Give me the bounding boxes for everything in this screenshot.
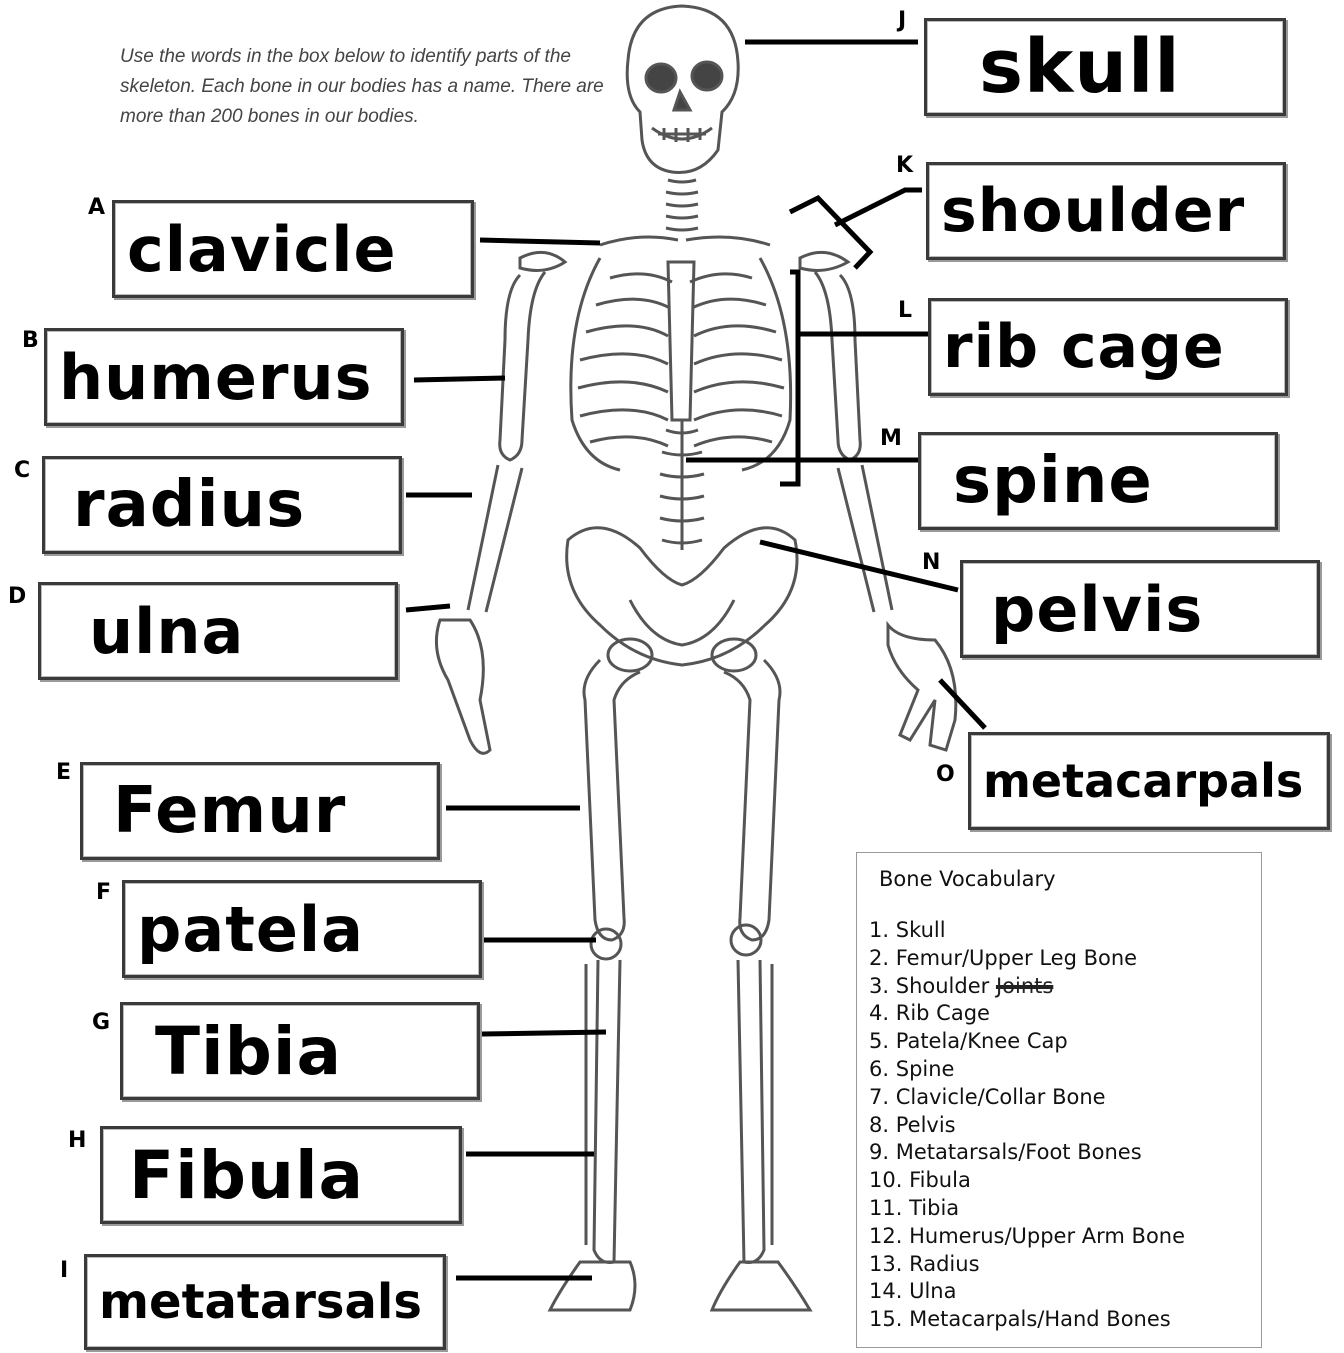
struck-word: Joints <box>996 974 1053 998</box>
answer-rib-cage: rib cage <box>943 312 1225 382</box>
answer-patela: patela <box>137 893 364 966</box>
vocab-item: 11. Tibia <box>869 1195 1185 1223</box>
letter-f: F <box>96 880 111 905</box>
vocab-item: 10. Fibula <box>869 1167 1185 1195</box>
answer-box-patela[interactable]: patela <box>122 880 482 978</box>
vocab-item: 9. Metatarsals/Foot Bones <box>869 1139 1185 1167</box>
vocabulary-title: Bone Vocabulary <box>879 867 1056 891</box>
letter-k: K <box>896 153 913 178</box>
answer-ulna: ulna <box>53 595 244 668</box>
bone-vocabulary-box: Bone Vocabulary 1. Skull 2. Femur/Upper … <box>856 852 1262 1348</box>
answer-spine: spine <box>933 444 1153 518</box>
skull-outline <box>627 6 738 173</box>
letter-b: B <box>22 328 39 353</box>
letter-i: I <box>60 1258 68 1283</box>
answer-box-spine[interactable]: spine <box>918 432 1278 530</box>
vocab-item: 5. Patela/Knee Cap <box>869 1028 1185 1056</box>
answer-box-metatarsals[interactable]: metatarsals <box>84 1254 446 1350</box>
answer-box-pelvis[interactable]: pelvis <box>960 560 1320 658</box>
answer-tibia: Tibia <box>135 1013 342 1090</box>
answer-shoulder: shoulder <box>941 176 1245 246</box>
answer-metatarsals: metatarsals <box>99 1274 422 1330</box>
vocab-item: 15. Metacarpals/Hand Bones <box>869 1306 1185 1334</box>
vocab-item: 1. Skull <box>869 917 1185 945</box>
answer-box-fibula[interactable]: Fibula <box>100 1126 462 1224</box>
letter-d: D <box>8 584 26 609</box>
answer-radius: radius <box>57 468 305 542</box>
answer-skull: skull <box>939 24 1181 110</box>
answer-box-humerus[interactable]: humerus <box>44 328 404 426</box>
vocab-item: 7. Clavicle/Collar Bone <box>869 1084 1185 1112</box>
answer-box-skull[interactable]: skull <box>924 18 1286 116</box>
answer-box-metacarpals[interactable]: metacarpals <box>968 732 1330 830</box>
answer-metacarpals: metacarpals <box>983 754 1303 808</box>
answer-box-clavicle[interactable]: clavicle <box>112 200 474 298</box>
vocabulary-list: 1. Skull 2. Femur/Upper Leg Bone 3. Shou… <box>869 917 1185 1334</box>
vocab-item: 3. Shoulder Joints <box>869 973 1185 1001</box>
answer-box-tibia[interactable]: Tibia <box>120 1002 480 1100</box>
vocab-item: 2. Femur/Upper Leg Bone <box>869 945 1185 973</box>
answer-box-femur[interactable]: Femur <box>80 762 440 860</box>
letter-n: N <box>922 550 940 575</box>
letter-m: M <box>880 426 902 451</box>
answer-femur: Femur <box>95 774 346 848</box>
vocab-item: 8. Pelvis <box>869 1112 1185 1140</box>
vocab-item: 14. Ulna <box>869 1278 1185 1306</box>
answer-box-ulna[interactable]: ulna <box>38 582 398 680</box>
letter-c: C <box>14 458 30 483</box>
vocab-item: 13. Radius <box>869 1251 1185 1279</box>
letter-l: L <box>898 298 912 323</box>
vocab-item: 12. Humerus/Upper Arm Bone <box>869 1223 1185 1251</box>
letter-a: A <box>88 195 105 220</box>
instructions-text: Use the words in the box below to identi… <box>120 42 620 132</box>
vocab-item: 4. Rib Cage <box>869 1000 1185 1028</box>
letter-g: G <box>92 1010 110 1035</box>
answer-box-rib-cage[interactable]: rib cage <box>928 298 1288 396</box>
answer-humerus: humerus <box>59 341 373 414</box>
vocab-item: 6. Spine <box>869 1056 1185 1084</box>
letter-e: E <box>56 760 71 785</box>
letter-j: J <box>898 8 906 33</box>
answer-box-radius[interactable]: radius <box>42 456 402 554</box>
letter-o: O <box>936 762 955 787</box>
answer-clavicle: clavicle <box>127 213 397 286</box>
answer-box-shoulder[interactable]: shoulder <box>926 162 1286 260</box>
answer-pelvis: pelvis <box>975 573 1203 646</box>
letter-h: H <box>68 1128 86 1153</box>
answer-fibula: Fibula <box>115 1137 364 1214</box>
